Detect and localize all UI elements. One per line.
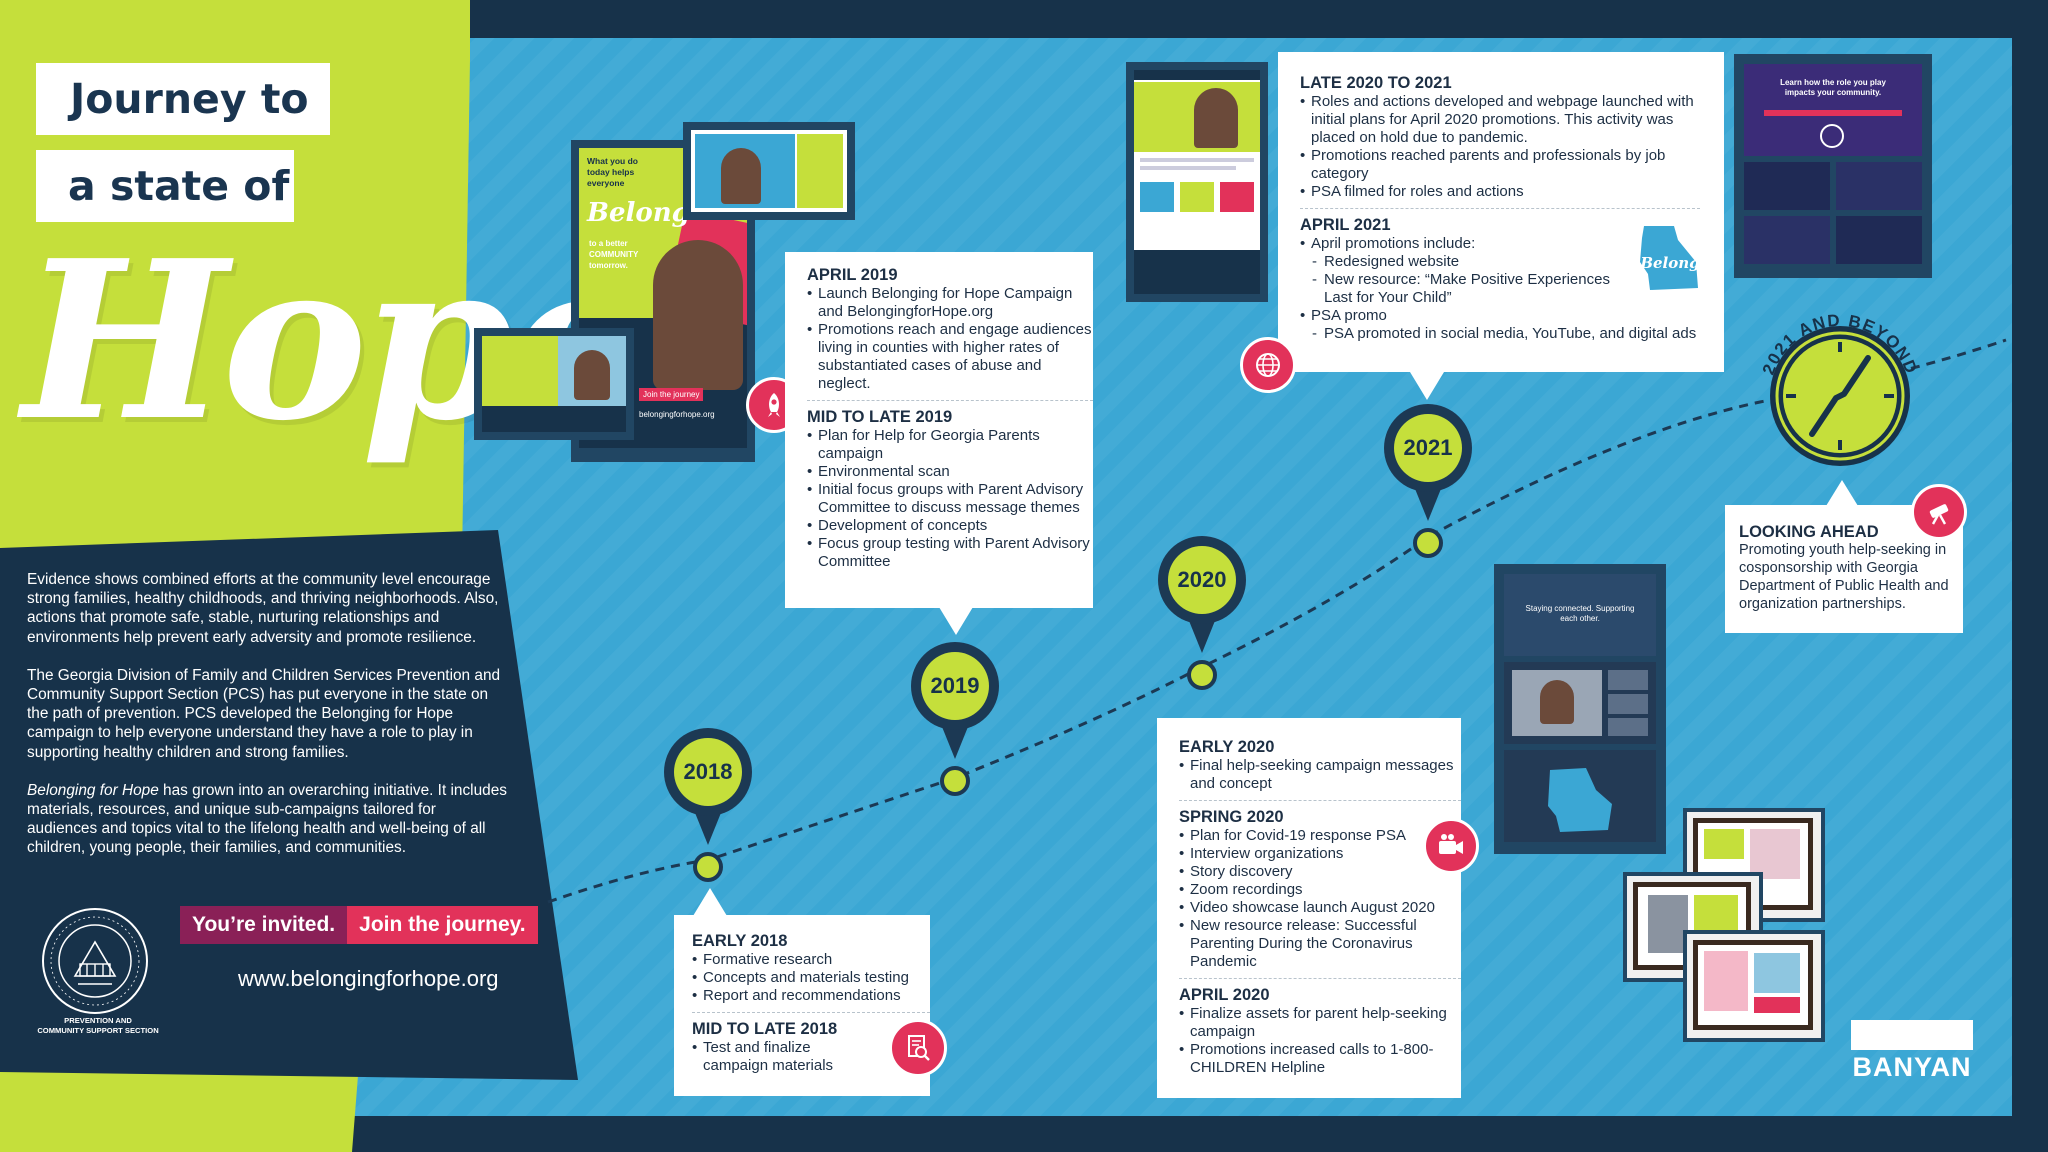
year-label: 2020 bbox=[1168, 546, 1236, 614]
list-item: Focus group testing with Parent Advisory… bbox=[807, 535, 1093, 571]
list-item: Promotions increased calls to 1-800-CHIL… bbox=[1179, 1041, 1461, 1077]
heading-early-2020: EARLY 2020 bbox=[1179, 738, 1275, 756]
list-item: New resource release: Successful Parenti… bbox=[1179, 917, 1461, 971]
intro-paragraph-3: Belonging for Hope has grown into an ove… bbox=[27, 781, 507, 858]
list-subitem: New resource: “Make Positive Experiences… bbox=[1300, 271, 1614, 307]
list-item: Video showcase launch August 2020 bbox=[1179, 899, 1461, 917]
heading-late-2020-2021: LATE 2020 TO 2021 bbox=[1300, 74, 1452, 92]
list-item: Initial focus groups with Parent Advisor… bbox=[807, 481, 1093, 517]
list-april-2020: Finalize assets for parent help-seeking … bbox=[1179, 1005, 1461, 1077]
globe-icon bbox=[1240, 337, 1296, 393]
heading-spring-2020: SPRING 2020 bbox=[1179, 808, 1284, 826]
intro-paragraph-2: The Georgia Division of Family and Child… bbox=[27, 666, 501, 761]
list-item: Story discovery bbox=[1179, 863, 1461, 881]
list-subitem: Redesigned website bbox=[1300, 253, 1724, 271]
list-mid-late-2018: Test and finalize campaign materials bbox=[692, 1039, 930, 1075]
list-item: Report and recommendations bbox=[692, 987, 930, 1005]
year-label: 2018 bbox=[674, 738, 742, 806]
invite-label: You’re invited. bbox=[180, 906, 348, 944]
list-spring-2020: Plan for Covid-19 response PSA Interview… bbox=[1179, 827, 1461, 971]
intro-text: Evidence shows combined efforts at the c… bbox=[27, 570, 507, 877]
list-item: PSA promo bbox=[1300, 307, 1724, 325]
poster-url: belongingforhope.org bbox=[639, 410, 715, 419]
list-early-2020: Final help-seeking campaign messages and… bbox=[1179, 757, 1461, 793]
list-april-2019: Launch Belonging for Hope Campaign and B… bbox=[807, 285, 1093, 393]
heading-mid-late-2019: MID TO LATE 2019 bbox=[807, 408, 953, 426]
materials-photo-3 bbox=[1683, 930, 1825, 1042]
video-title: Learn how the role you play impacts your… bbox=[1780, 78, 1886, 97]
list-early-2018: Formative research Concepts and material… bbox=[692, 951, 930, 1005]
website-url[interactable]: www.belongingforhope.org bbox=[238, 966, 499, 991]
list-item: Concepts and materials testing bbox=[692, 969, 930, 987]
card-2019-pointer bbox=[939, 607, 973, 635]
heading-april-2019: APRIL 2019 bbox=[807, 266, 898, 284]
banyan-wordmark: BANYAN bbox=[1852, 1052, 1972, 1082]
poster-tagline: What you do today helps everyone bbox=[587, 156, 638, 188]
map-badge-text: Belong bbox=[1639, 254, 1699, 272]
list-item: Roles and actions developed and webpage … bbox=[1300, 93, 1711, 147]
list-mid-late-2019: Plan for Help for Georgia Parents campai… bbox=[807, 427, 1093, 571]
looking-ahead-text: Promoting youth help-seeking in cosponso… bbox=[1739, 542, 1949, 612]
zoom-screenshot: Staying connected. Supporting each other… bbox=[1494, 564, 1666, 854]
list-april-2021: April promotions include: Redesigned web… bbox=[1300, 235, 1724, 343]
card-looking-ahead: LOOKING AHEAD Promoting youth help-seeki… bbox=[1725, 505, 1963, 633]
card-2018: EARLY 2018 Formative research Concepts a… bbox=[674, 915, 930, 1096]
list-item: Formative research bbox=[692, 951, 930, 969]
list-item: Interview organizations bbox=[1179, 845, 1461, 863]
join-label: Join the journey. bbox=[347, 906, 538, 944]
invite-banner[interactable]: You’re invited. Join the journey. bbox=[180, 906, 538, 944]
list-item: Promotions reached parents and professio… bbox=[1300, 147, 1671, 183]
list-item: Plan for Covid-19 response PSA bbox=[1179, 827, 1461, 845]
georgia-map-icon: Belong bbox=[1639, 226, 1700, 290]
card-2021-pointer bbox=[1410, 372, 1444, 400]
website-screenshot bbox=[1126, 62, 1268, 302]
card-2021: LATE 2020 TO 2021 Roles and actions deve… bbox=[1278, 52, 1724, 372]
title-line-1: Journey to bbox=[36, 63, 330, 135]
list-item: PSA filmed for roles and actions bbox=[1300, 183, 1724, 201]
heading-april-2021: APRIL 2021 bbox=[1300, 216, 1391, 234]
poster-cta: Join the journey bbox=[639, 388, 704, 401]
card-2020: EARLY 2020 Final help-seeking campaign m… bbox=[1157, 718, 1461, 1098]
ahead-pointer bbox=[1826, 480, 1858, 506]
year-label: 2019 bbox=[921, 652, 989, 720]
banyan-logo: BANYAN bbox=[1851, 1020, 1973, 1082]
telescope-icon bbox=[1911, 484, 1967, 540]
card-2019: APRIL 2019 Launch Belonging for Hope Cam… bbox=[785, 252, 1093, 608]
list-item: Zoom recordings bbox=[1179, 881, 1461, 899]
video-screenshot: Learn how the role you play impacts your… bbox=[1734, 54, 1932, 278]
list-item: Development of concepts bbox=[807, 517, 1093, 535]
video-camera-icon bbox=[1423, 818, 1479, 874]
list-item: April promotions include: bbox=[1300, 235, 1724, 253]
web-banner-image bbox=[683, 122, 855, 220]
list-item: Test and finalize campaign materials bbox=[692, 1039, 853, 1075]
heading-looking-ahead: LOOKING AHEAD bbox=[1739, 523, 1879, 541]
heading-early-2018: EARLY 2018 bbox=[692, 932, 788, 950]
list-item: Promotions reach and engage audiences li… bbox=[807, 321, 1093, 393]
list-item: Plan for Help for Georgia Parents campai… bbox=[807, 427, 1093, 463]
card-2018-pointer bbox=[693, 888, 727, 916]
year-label: 2021 bbox=[1394, 414, 1462, 482]
list-item: Finalize assets for parent help-seeking … bbox=[1179, 1005, 1461, 1041]
intro-paragraph-1: Evidence shows combined efforts at the c… bbox=[27, 571, 499, 646]
dfcs-seal-logo bbox=[42, 908, 148, 1014]
intro-paragraph-3-rest: has grown into an overarching initiative… bbox=[27, 781, 507, 857]
flyer-image bbox=[474, 328, 634, 440]
list-late-2020-2021: Roles and actions developed and webpage … bbox=[1300, 93, 1724, 201]
poster-tagline-2: to a better COMMUNITY tomorrow. bbox=[589, 239, 639, 270]
list-item: Environmental scan bbox=[807, 463, 1093, 481]
document-search-icon bbox=[889, 1019, 947, 1077]
zoom-caption: Staying connected. Supporting each other… bbox=[1525, 604, 1635, 623]
poster-belong: Belong bbox=[587, 198, 690, 228]
compass-icon: 2021 AND BEYOND bbox=[1759, 311, 1920, 466]
list-subitem: PSA promoted in social media, YouTube, a… bbox=[1300, 325, 1724, 343]
list-item: Final help-seeking campaign messages and… bbox=[1179, 757, 1461, 793]
heading-april-2020: APRIL 2020 bbox=[1179, 986, 1270, 1004]
campaign-name: Belonging for Hope bbox=[27, 781, 159, 799]
list-item: Launch Belonging for Hope Campaign and B… bbox=[807, 285, 1093, 321]
title-line-2: a state of bbox=[36, 150, 294, 222]
heading-mid-late-2018: MID TO LATE 2018 bbox=[692, 1020, 838, 1038]
